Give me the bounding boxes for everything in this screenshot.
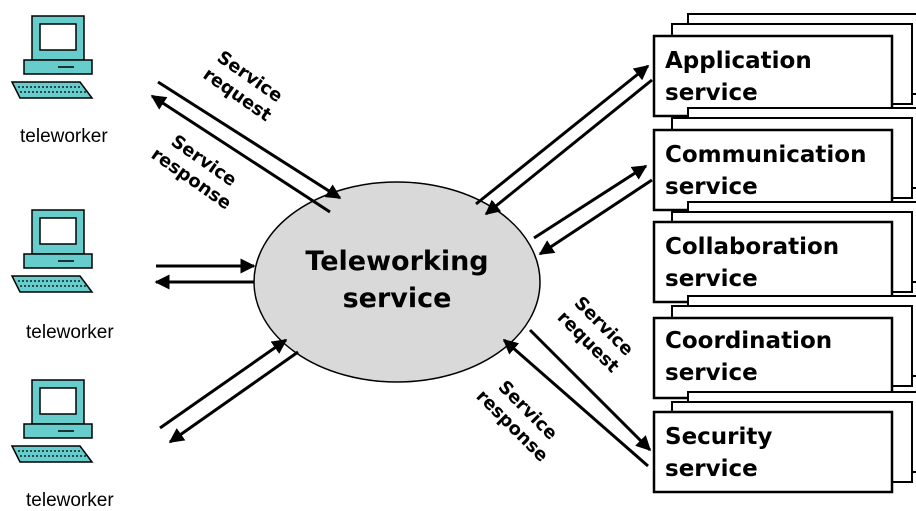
computer-icon: [11, 379, 93, 463]
arrow-left-request-3: [159, 338, 288, 430]
service-coordination: Coordination service: [652, 295, 916, 400]
teleworker-label: teleworker: [26, 322, 114, 343]
arrow-left-request-1: [157, 80, 342, 200]
service-label-line1: Security: [665, 424, 772, 450]
teleworker-2: teleworker: [11, 209, 114, 343]
arrow-right-security-request: [528, 328, 652, 452]
service-label-line2: service: [665, 266, 758, 292]
service-collaboration: Collaboration service: [652, 201, 916, 304]
arrow-right-communication-in: [538, 178, 653, 256]
teleworker-label: teleworker: [20, 126, 108, 147]
teleworker-1: teleworker: [11, 15, 108, 147]
service-label-line2: service: [665, 80, 758, 106]
teleworker-label: teleworker: [26, 490, 114, 511]
center-label-line2: service: [343, 283, 452, 314]
left-request-label: Service request: [199, 47, 286, 126]
arrow-right-application-out: [475, 64, 650, 206]
arrow-right-communication-out: [533, 164, 648, 240]
center-label-line1: Teleworking: [305, 246, 488, 277]
service-label-line1: Communication: [665, 142, 866, 168]
service-security: Security service: [652, 391, 916, 494]
service-label-line1: Collaboration: [665, 234, 839, 260]
service-label-line1: Coordination: [665, 328, 832, 354]
service-label-line2: service: [665, 360, 758, 386]
arrow-left-response-3: [168, 350, 299, 444]
arrow-right-security-response: [502, 338, 649, 468]
computer-icon: [11, 15, 93, 99]
service-label-line1: Application: [665, 48, 812, 74]
service-application: Application service: [652, 13, 916, 118]
arrow-right-application-in: [484, 78, 653, 216]
teleworker-3: teleworker: [11, 379, 114, 511]
arrow-left-response-1: [150, 94, 331, 214]
service-label-line2: service: [665, 456, 758, 482]
left-response-label: Service response: [147, 131, 240, 214]
computer-icon: [11, 209, 93, 293]
service-label-line2: service: [665, 174, 758, 200]
service-communication: Communication service: [652, 107, 916, 212]
